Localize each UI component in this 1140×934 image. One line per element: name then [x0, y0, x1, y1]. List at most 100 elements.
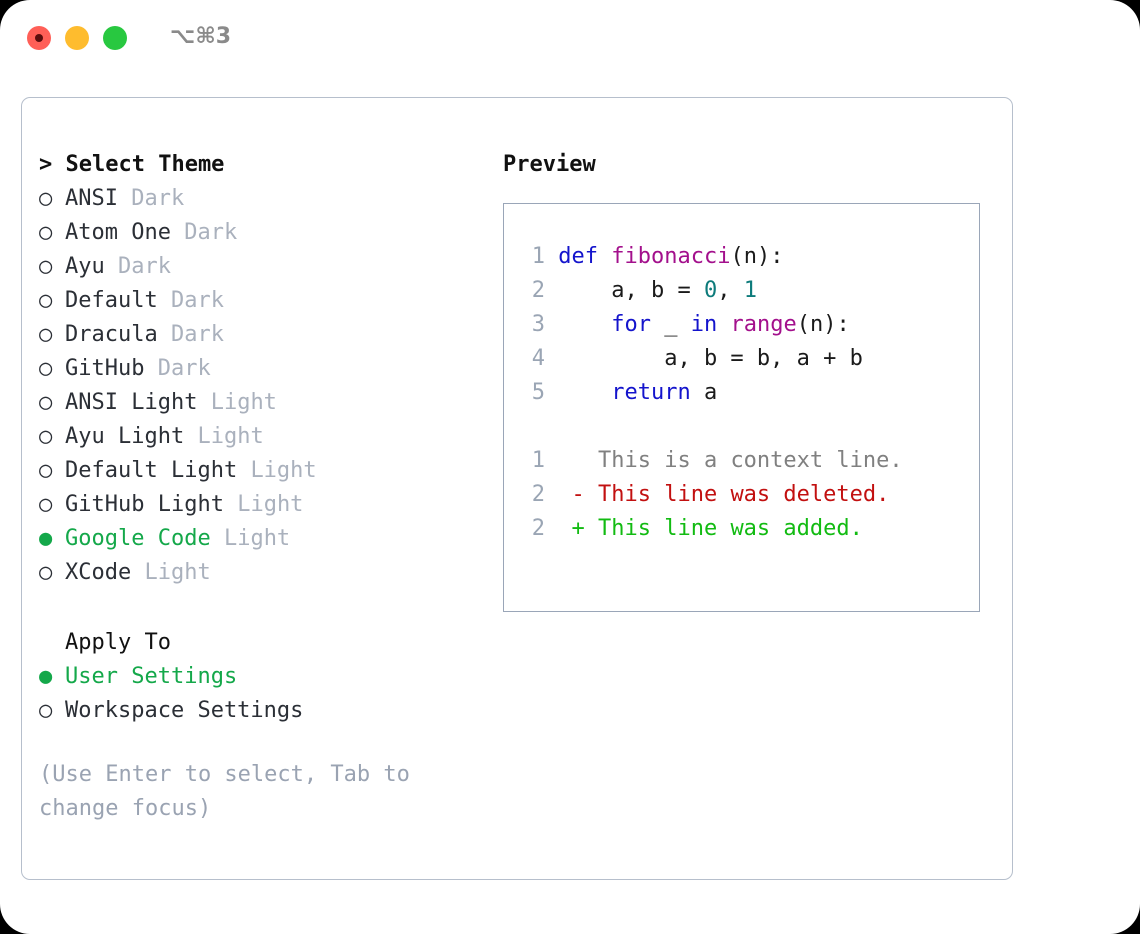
code-token: in: [690, 312, 718, 337]
line-number: 4: [531, 346, 545, 371]
code-token: for: [611, 312, 651, 337]
code-token: a, b = b, a + b: [558, 346, 863, 371]
theme-option-name: Default Light: [65, 458, 238, 483]
theme-option-google-code[interactable]: ● Google Code Light: [39, 522, 489, 556]
theme-option-variant: Light: [250, 458, 317, 483]
code-token: a, b =: [558, 278, 704, 303]
code-line: 1 def fibonacci(n):: [519, 240, 903, 274]
apply-to-option-user-settings[interactable]: ●User Settings: [39, 660, 489, 694]
theme-option-github-light[interactable]: ○ GitHub Light Light: [39, 488, 489, 522]
diff-line-text: + This line was added.: [571, 516, 863, 541]
theme-option-ayu[interactable]: ○Ayu Dark: [39, 250, 489, 284]
theme-option-ansi-light[interactable]: ○ANSI Light Light: [39, 386, 489, 420]
code-token: ,: [717, 278, 744, 303]
theme-option-variant: Light: [237, 492, 304, 517]
radio-unselected-icon: ○: [39, 322, 53, 347]
theme-option-name: Ayu: [65, 254, 105, 279]
preview-title: Preview: [503, 152, 596, 177]
diff-line-ctx: 1 This is a context line.: [519, 444, 903, 478]
code-token: (n):: [796, 312, 850, 337]
theme-option-atom-one[interactable]: ○Atom One Dark: [39, 216, 489, 250]
theme-option-xcode[interactable]: ○XCode Light: [39, 556, 489, 590]
hint-spacer: [39, 728, 489, 758]
radio-unselected-icon: ○: [39, 288, 53, 313]
theme-option-variant: Light: [223, 526, 291, 551]
line-number: 3: [531, 312, 545, 337]
code-token: fibonacci: [611, 244, 731, 269]
radio-unselected-icon: ○: [39, 186, 53, 211]
code-token: a: [690, 380, 718, 405]
line-number: 2: [531, 278, 545, 303]
radio-selected-icon: ●: [39, 526, 53, 551]
theme-option-default[interactable]: ○ Default Dark: [39, 284, 489, 318]
minimize-icon[interactable]: [65, 26, 89, 50]
apply-to-option-list: ●User Settings ○ Workspace Settings: [39, 660, 489, 728]
theme-option-list: ○ANSI Dark○Atom One Dark○Ayu Dark○Defaul…: [39, 182, 489, 590]
keyboard-hint-text: (Use Enter to select, Tab to change focu…: [39, 762, 410, 821]
radio-unselected-icon: ○: [39, 356, 53, 381]
code-line: 5 return a: [519, 376, 903, 410]
theme-option-name: Google Code: [65, 526, 211, 551]
apply-to-option-workspace-settings[interactable]: ○ Workspace Settings: [39, 694, 489, 728]
theme-option-variant: Dark: [170, 322, 224, 347]
maximize-icon[interactable]: [103, 26, 127, 50]
line-number: 2: [531, 482, 545, 507]
radio-unselected-icon: ○: [39, 560, 53, 585]
radio-selected-icon: ●: [39, 664, 53, 689]
theme-option-name: GitHub Light: [65, 492, 224, 517]
title-bar: ⌥⌘3: [0, 0, 1140, 78]
code-token: [558, 380, 611, 405]
theme-option-github[interactable]: ○ GitHub Dark: [39, 352, 489, 386]
apply-to-option-name: Workspace Settings: [65, 698, 304, 723]
radio-unselected-icon: ○: [39, 220, 53, 245]
theme-option-variant: Dark: [118, 254, 171, 279]
radio-unselected-icon: ○: [39, 390, 53, 415]
theme-option-variant: Dark: [131, 186, 185, 211]
theme-option-variant: Dark: [157, 356, 211, 381]
theme-option-ayu-light[interactable]: ○ Ayu Light Light: [39, 420, 489, 454]
radio-unselected-icon: ○: [39, 492, 53, 517]
preview-gap: [519, 410, 903, 444]
line-number: 1: [531, 448, 545, 473]
code-line: 3 for _ in range(n):: [519, 308, 903, 342]
theme-list-column: > Select Theme ○ANSI Dark○Atom One Dark○…: [39, 148, 489, 826]
diff-line-text: - This line was deleted.: [571, 482, 890, 507]
theme-option-name: ANSI: [65, 186, 118, 211]
code-line: 2 a, b = 0, 1: [519, 274, 903, 308]
preview-column: Preview 1 def fibonacci(n):2 a, b = 0, 1…: [503, 148, 1003, 612]
theme-option-name: Default: [65, 288, 158, 313]
code-token: [598, 244, 611, 269]
theme-option-variant: Light: [144, 560, 211, 585]
radio-unselected-icon: ○: [39, 424, 53, 449]
code-token: def: [558, 244, 598, 269]
keyboard-shortcut-label: ⌥⌘3: [170, 24, 232, 49]
theme-option-variant: Dark: [184, 220, 238, 245]
radio-unselected-icon: ○: [39, 458, 53, 483]
radio-unselected-icon: ○: [39, 698, 53, 723]
code-token: _: [650, 312, 691, 337]
theme-selector-panel: > Select Theme ○ANSI Dark○Atom One Dark○…: [21, 97, 1013, 880]
apply-to-heading: Apply To: [65, 630, 171, 655]
close-icon[interactable]: [27, 26, 51, 50]
code-token: 0: [703, 278, 718, 303]
theme-option-dracula[interactable]: ○Dracula Dark: [39, 318, 489, 352]
line-number: 2: [531, 516, 545, 541]
code-token: return: [611, 380, 691, 405]
theme-option-variant: Dark: [170, 288, 224, 313]
diff-line-add: 2 + This line was added.: [519, 512, 903, 546]
code-token: [717, 312, 730, 337]
line-number: 5: [531, 380, 545, 405]
theme-option-default-light[interactable]: ○ Default Light Light: [39, 454, 489, 488]
diff-line-del: 2 - This line was deleted.: [519, 478, 903, 512]
theme-option-variant: Light: [197, 424, 264, 449]
theme-option-name: ANSI Light: [65, 390, 198, 415]
theme-option-name: GitHub: [65, 356, 145, 381]
theme-option-name: Ayu Light: [65, 424, 185, 449]
code-line: 4 a, b = b, a + b: [519, 342, 903, 376]
code-token: 1: [743, 278, 757, 303]
theme-option-ansi[interactable]: ○ ANSI Dark: [39, 182, 489, 216]
code-token: [558, 312, 611, 337]
